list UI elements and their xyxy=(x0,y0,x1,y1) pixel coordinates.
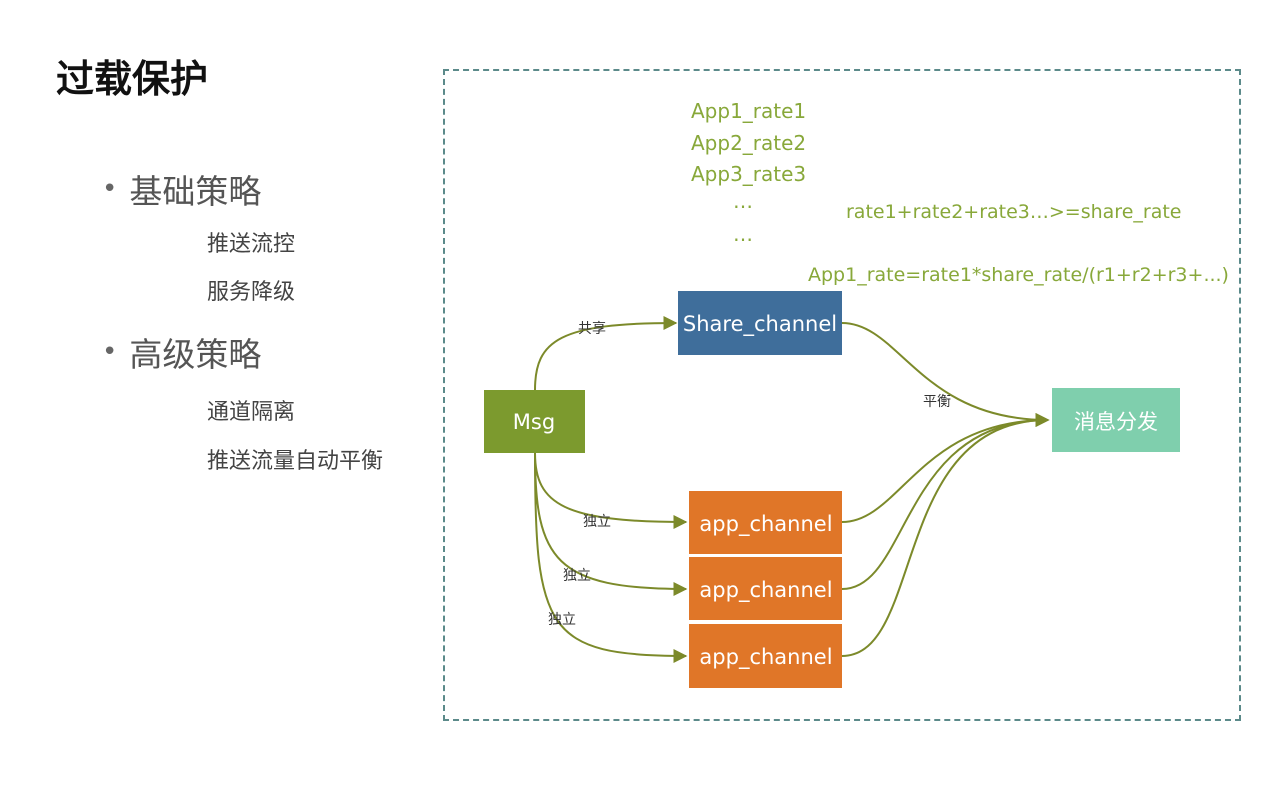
rate-ellipsis: … xyxy=(733,189,753,213)
edge-msg-to-app1 xyxy=(534,452,688,529)
edge-app1-to-dispatch xyxy=(841,413,1050,523)
node-dispatch-box xyxy=(1052,388,1180,452)
node-dispatch-label: 消息分发 xyxy=(1074,410,1158,434)
bullet-heading: 高级策略 xyxy=(129,335,262,374)
edge-label-balance: 平衡 xyxy=(923,394,951,410)
sub-item: 服务降级 xyxy=(207,280,296,305)
node-share-channel-box xyxy=(678,291,842,355)
bullet-dot-icon: • xyxy=(102,337,118,367)
node-app-channel-box xyxy=(689,491,842,554)
diagram-frame xyxy=(443,69,1241,721)
bullet-basic-strategy: • 基础策略 xyxy=(102,165,261,213)
node-msg: Msg xyxy=(484,390,585,453)
rate-text: App2_rate2 xyxy=(691,131,806,155)
node-dispatch: 消息分发 xyxy=(1052,388,1180,452)
rate-ellipsis: … xyxy=(733,222,753,246)
sub-item: 推送流量自动平衡 xyxy=(207,449,384,474)
edge-share-to-dispatch xyxy=(841,322,1050,427)
sub-item: 推送流控 xyxy=(207,232,296,257)
edge-label-share: 共享 xyxy=(578,320,606,337)
edge-label-independent: 独立 xyxy=(583,514,611,530)
node-share-channel: Share_channel xyxy=(678,291,842,355)
node-app-channel-label: app_channel xyxy=(699,578,832,603)
edge-app2-to-dispatch xyxy=(841,413,1050,590)
edge-msg-to-app3 xyxy=(534,452,688,663)
edge-msg-to-share xyxy=(534,316,678,391)
formula-allocation: App1_rate=rate1*share_rate/(r1+r2+r3+...… xyxy=(808,264,1229,286)
node-msg-box xyxy=(484,390,585,453)
node-app-channel-3: app_channel xyxy=(689,624,842,688)
node-app-channel-box xyxy=(689,557,842,620)
rate-text: App3_rate3 xyxy=(691,162,806,186)
edge-app3-to-dispatch xyxy=(841,413,1050,657)
edge-label-independent: 独立 xyxy=(563,568,591,584)
node-app-channel-label: app_channel xyxy=(699,645,832,670)
bullet-heading: 基础策略 xyxy=(129,172,262,211)
node-app-channel-1: app_channel xyxy=(689,491,842,554)
page-title: 过载保护 xyxy=(56,57,209,101)
node-msg-label: Msg xyxy=(513,410,555,434)
formula-sum: rate1+rate2+rate3…>=share_rate xyxy=(846,201,1182,223)
node-app-channel-label: app_channel xyxy=(699,512,832,537)
node-share-channel-label: Share_channel xyxy=(683,312,837,337)
bullet-advanced-strategy: • 高级策略 xyxy=(102,328,261,376)
node-app-channel-2: app_channel xyxy=(689,557,842,620)
edge-label-independent: 独立 xyxy=(548,612,576,628)
sub-item: 通道隔离 xyxy=(207,400,296,425)
node-app-channel-box xyxy=(689,624,842,688)
rate-text: App1_rate1 xyxy=(691,99,806,123)
bullet-dot-icon: • xyxy=(102,174,118,204)
